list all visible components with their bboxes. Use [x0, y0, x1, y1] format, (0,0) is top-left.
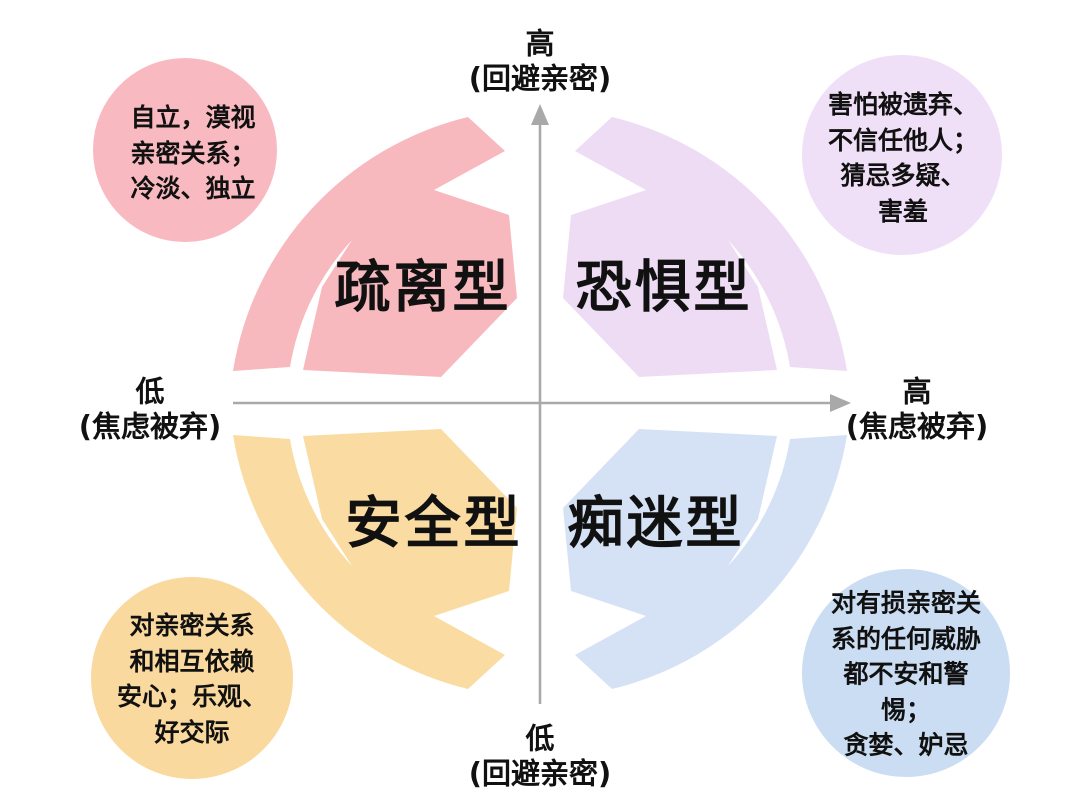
- quadrant-shape-fearful: [563, 117, 847, 377]
- bubble-circle-fearful: [802, 55, 1002, 255]
- axis-label-bottom: 低 (回避亲密): [468, 721, 612, 791]
- quadrant-label-secure: 安全型: [345, 491, 523, 557]
- bubble-text-dismissive: 自立，漠视 亲密关系； 冷淡、独立: [130, 102, 256, 203]
- quadrant-shape-preoccupied: [563, 429, 847, 689]
- bubble-circle-dismissive: [93, 58, 277, 242]
- quadrant-label-preoccupied: 痴迷型: [567, 491, 745, 557]
- bubble-text-fearful: 害怕被遗弃、 不信任他人； 猜忌多疑、 害羞: [827, 90, 979, 226]
- axis-label-left: 低 (焦虑被弃): [78, 374, 222, 444]
- bubble-circle-secure: [91, 577, 293, 779]
- axis-arrow-right-icon: [830, 394, 851, 412]
- bubble-circle-preoccupied: [802, 569, 1010, 777]
- axis-label-top: 高 (回避亲密): [468, 26, 612, 96]
- bubble-text-secure: 对亲密关系 和相互依赖 安心；乐观、 好交际: [116, 611, 268, 747]
- quadrant-shape-secure: [233, 429, 517, 689]
- quadrant-shape-dismissive: [233, 117, 517, 377]
- bubble-text-preoccupied: 对有损亲密关 系的任何威胁 都不安和警惕； 贪婪、妒忌: [830, 588, 981, 760]
- axis-arrow-up-icon: [531, 104, 549, 125]
- axis-label-right: 高 (焦虑被弃): [845, 374, 989, 444]
- quadrant-label-dismissive: 疏离型: [334, 255, 512, 321]
- quadrant-label-fearful: 恐惧型: [575, 255, 753, 321]
